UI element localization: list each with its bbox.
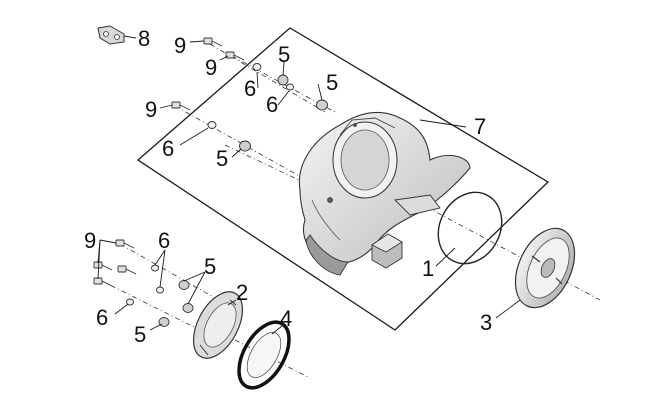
callout-4: 4 <box>280 306 292 331</box>
callout-9-mid: 9 <box>145 97 157 122</box>
callout-7: 7 <box>474 114 486 139</box>
seal-ring-part-1 <box>437 191 503 265</box>
callout-6-bottom-b: 6 <box>96 305 108 330</box>
callout-5-mid: 5 <box>216 146 228 171</box>
rubber-block <box>371 233 403 269</box>
callout-6-mid: 6 <box>162 136 174 161</box>
callout-5-top-a: 5 <box>278 42 290 67</box>
callout-8: 8 <box>138 26 150 51</box>
leader-lines <box>97 35 521 335</box>
pulley-part-3 <box>514 227 576 309</box>
callout-9-top-a: 9 <box>174 33 186 58</box>
housing-part-7 <box>298 111 471 276</box>
washers-nuts-bottom <box>126 264 194 327</box>
screw-9a <box>203 37 223 47</box>
callout-5-bottom-b: 5 <box>134 322 146 347</box>
callout-9-top-b: 9 <box>205 55 217 80</box>
gasket-part-4 <box>237 320 291 390</box>
screw-9b <box>225 51 245 61</box>
assembly-boundary-box <box>136 27 550 331</box>
callout-5-bottom-a: 5 <box>204 254 216 279</box>
callout-6-top-a: 6 <box>244 76 256 101</box>
cover-plate-part-2 <box>192 291 244 359</box>
nut-5b <box>316 99 328 111</box>
callout-3: 3 <box>480 310 492 335</box>
nut-5a <box>277 74 289 86</box>
washers-nuts-top <box>207 63 328 152</box>
callout-1: 1 <box>422 256 434 281</box>
washer-6b <box>286 83 294 91</box>
nut-5c <box>239 140 251 152</box>
screw-9c <box>171 101 191 111</box>
callout-6-top-b: 6 <box>266 92 278 117</box>
bracket-part-8 <box>97 25 125 45</box>
washer-6a <box>252 63 262 71</box>
screws-bottom <box>93 239 137 287</box>
callout-labels: 8 9 9 5 6 6 5 9 6 5 7 1 3 9 6 5 2 6 5 4 <box>84 26 492 347</box>
callout-2: 2 <box>236 280 248 305</box>
callout-9-bottom: 9 <box>84 228 96 253</box>
washer-6c <box>207 121 217 129</box>
callout-5-top-b: 5 <box>326 70 338 95</box>
callout-6-bottom-a: 6 <box>158 228 170 253</box>
